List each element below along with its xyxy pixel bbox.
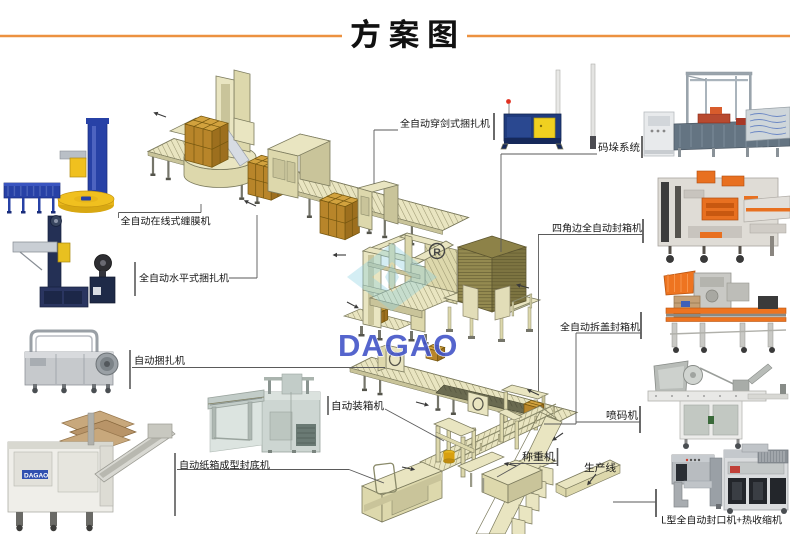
svg-text:DAGAO: DAGAO (338, 328, 458, 363)
svg-text:DAGAO: DAGAO (338, 328, 458, 363)
svg-text:R: R (433, 247, 441, 259)
svg-text:DAGAO: DAGAO (24, 473, 48, 480)
